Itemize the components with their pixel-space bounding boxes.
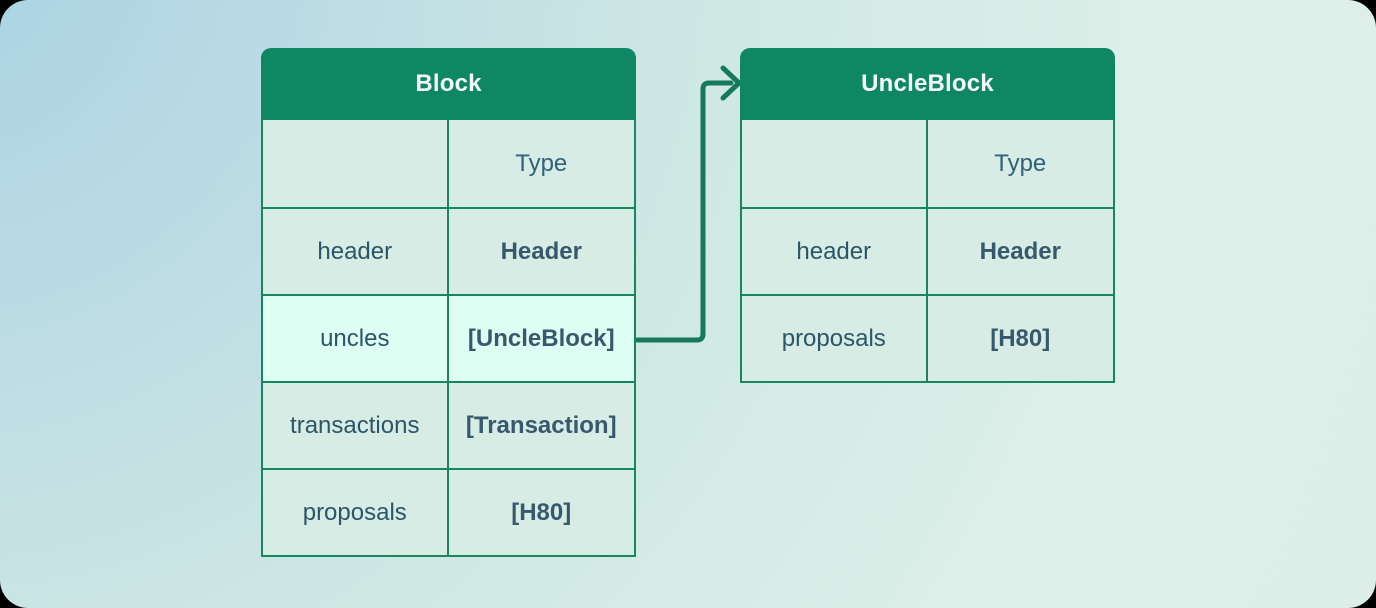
field-name-cell: transactions bbox=[263, 383, 449, 468]
type-column-header: Type bbox=[448, 120, 634, 207]
table-row: transactions[Transaction] bbox=[263, 381, 634, 468]
table-header-row: Type bbox=[742, 120, 1113, 207]
table-row: proposals[H80] bbox=[263, 468, 634, 555]
table-title: Block bbox=[261, 48, 636, 120]
field-type-cell: Header bbox=[448, 209, 634, 294]
field-name-cell: header bbox=[263, 209, 449, 294]
empty-header-cell bbox=[742, 120, 928, 207]
field-name-cell: proposals bbox=[263, 470, 449, 555]
field-type-cell: [H80] bbox=[927, 296, 1113, 381]
field-type-cell: [H80] bbox=[448, 470, 634, 555]
table-title: UncleBlock bbox=[740, 48, 1115, 120]
field-name-cell: header bbox=[742, 209, 928, 294]
table-header-row: Type bbox=[263, 120, 634, 207]
arrow-head bbox=[720, 65, 742, 101]
arrow-line bbox=[634, 80, 734, 343]
table-row: uncles[UncleBlock] bbox=[263, 294, 634, 381]
field-name-cell: uncles bbox=[263, 296, 449, 381]
field-type-cell: Header bbox=[927, 209, 1113, 294]
field-type-cell: [UncleBlock] bbox=[448, 296, 634, 381]
field-type-cell: [Transaction] bbox=[448, 383, 634, 468]
field-name-cell: proposals bbox=[742, 296, 928, 381]
type-column-header: Type bbox=[927, 120, 1113, 207]
table-row: proposals[H80] bbox=[742, 294, 1113, 381]
empty-header-cell bbox=[263, 120, 449, 207]
